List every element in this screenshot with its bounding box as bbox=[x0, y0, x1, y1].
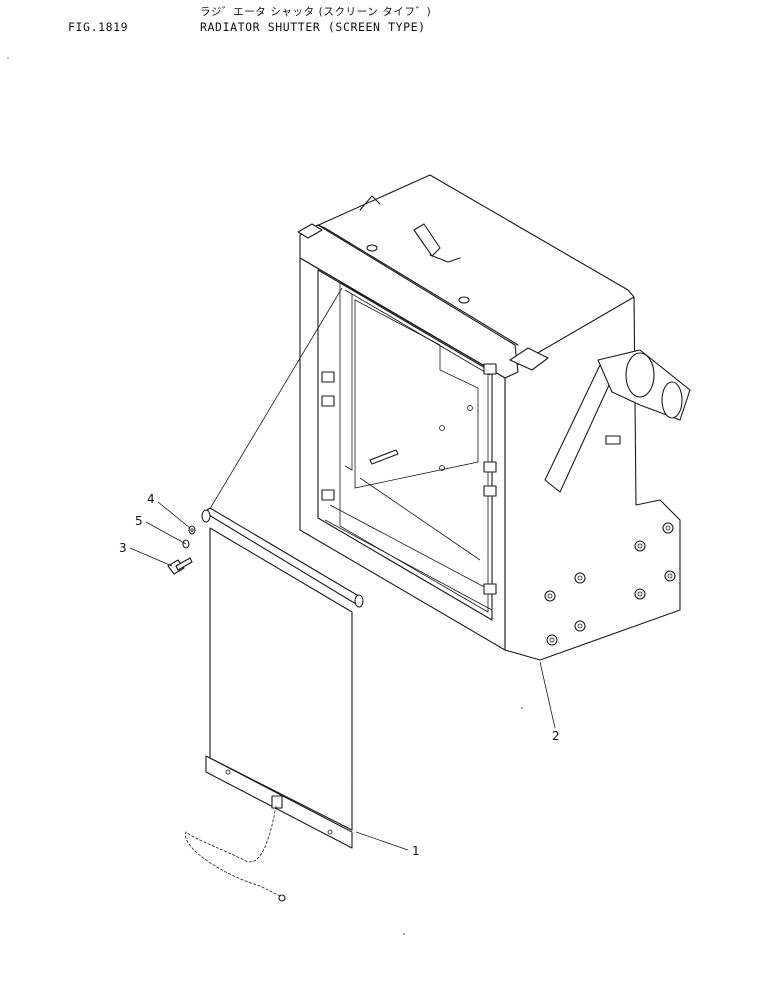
callout-3: 3 bbox=[119, 541, 127, 555]
mounting-holes bbox=[544, 522, 676, 646]
radiator-frame bbox=[297, 174, 691, 661]
callout-5: 5 bbox=[135, 514, 143, 528]
callout-1: 1 bbox=[412, 844, 420, 858]
diagram-title: RADIATOR SHUTTER (SCREEN TYPE) bbox=[200, 20, 426, 34]
figure-number: FIG.1819 bbox=[68, 20, 129, 34]
title-japanese: ラジ゛エータ シャッタ (スクリーン タイフ゛) bbox=[200, 6, 432, 18]
callout-2: 2 bbox=[552, 729, 560, 743]
screen-shutter bbox=[185, 287, 364, 902]
hardware-parts bbox=[167, 525, 196, 575]
callout-leaders bbox=[129, 501, 556, 851]
callout-4: 4 bbox=[147, 492, 155, 506]
